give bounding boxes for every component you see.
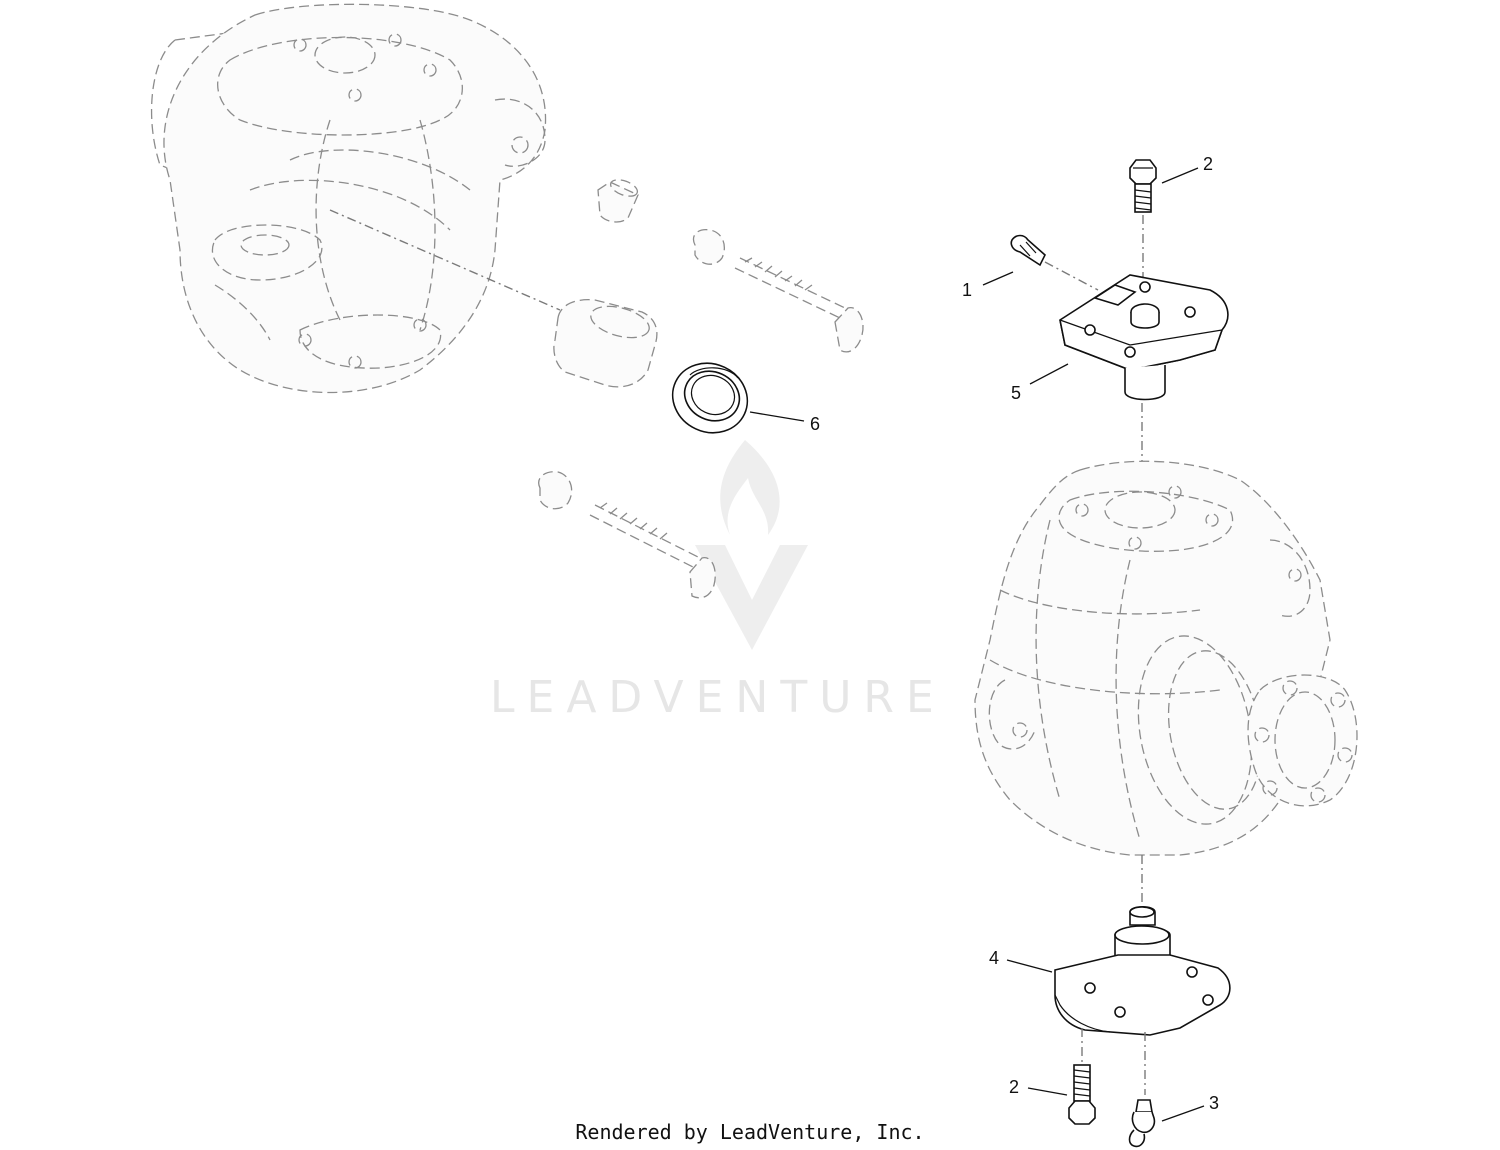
callout-2-bottom[interactable]: 2 xyxy=(1009,1077,1019,1097)
bushing-small xyxy=(597,179,639,223)
callout-1[interactable]: 1 xyxy=(962,280,972,300)
callout-6[interactable]: 6 xyxy=(810,414,820,434)
ghost-axle-housing xyxy=(151,3,547,394)
grease-fitting-part-3 xyxy=(1128,1099,1156,1148)
seal-part-6 xyxy=(671,362,749,434)
callout-2-top[interactable]: 2 xyxy=(1203,154,1213,174)
ghost-bolt-lower xyxy=(538,471,716,599)
callout-5[interactable]: 5 xyxy=(1011,383,1021,403)
grease-fitting-part-1 xyxy=(1010,234,1046,267)
watermark-text: LEADVENTURE xyxy=(490,672,946,723)
ghost-steering-knuckle xyxy=(974,460,1358,856)
king-pin-part-5 xyxy=(1059,274,1229,401)
callout-4[interactable]: 4 xyxy=(989,948,999,968)
king-pin-part-4 xyxy=(1054,905,1231,1036)
bolt-part-2-bottom xyxy=(1068,1064,1096,1125)
callout-3[interactable]: 3 xyxy=(1209,1093,1219,1113)
bushing-large xyxy=(553,299,658,388)
leader-lines xyxy=(749,167,1205,1122)
ghost-bolt-upper xyxy=(692,229,864,353)
watermark-logo: LEADVENTURE xyxy=(490,440,946,723)
footer-credit: Rendered by LeadVenture, Inc. xyxy=(575,1120,924,1144)
bolt-part-2-top xyxy=(1129,159,1157,213)
